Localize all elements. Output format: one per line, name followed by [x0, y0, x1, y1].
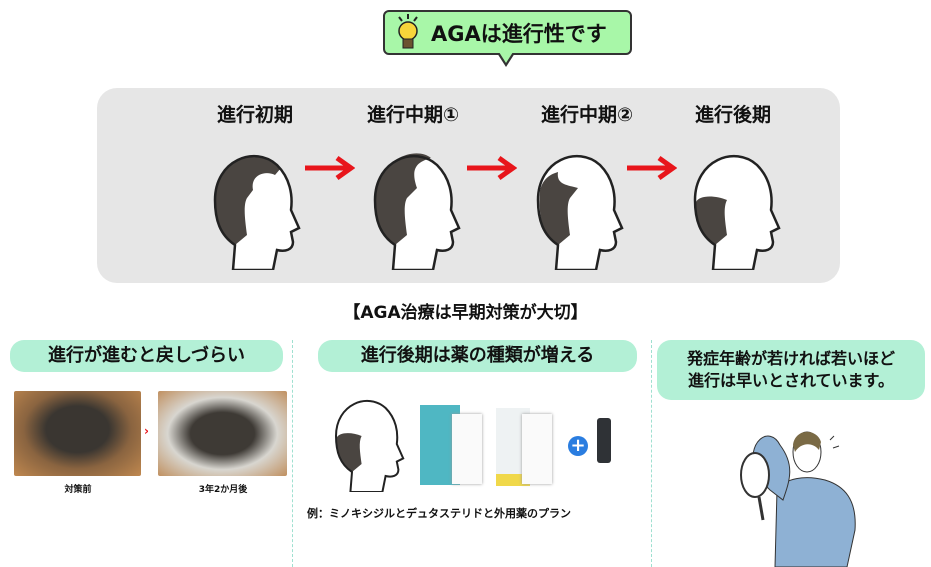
medicine-leaflet — [522, 414, 552, 484]
column-divider — [292, 340, 293, 567]
topical-bottle — [597, 418, 611, 463]
head-early-stage-icon — [213, 154, 301, 270]
stage-label: 進行初期 — [216, 104, 293, 126]
after-caption: 3年2か月後 — [198, 485, 248, 495]
after-photo — [158, 391, 287, 476]
title-bubble: AGAは進行性です — [383, 10, 632, 55]
column-1-heading: 進行が進むと戻しづらい — [10, 340, 283, 372]
heading-line-2: 進行は早いとされています。 — [688, 371, 894, 390]
subtitle: 【AGA治療は早期対策が大切】 — [343, 303, 588, 323]
stage-label: 進行中期① — [366, 104, 460, 126]
red-arrow-icon — [467, 155, 517, 181]
column-divider — [651, 340, 652, 567]
before-caption: 対策前 — [64, 485, 92, 495]
before-photo — [14, 391, 141, 476]
column-3-heading: 発症年齢が若ければ若いほど 進行は早いとされています。 — [657, 340, 925, 400]
head-late-stage-icon — [693, 154, 781, 270]
bubble-tail-fill — [499, 52, 513, 63]
lightbulb-icon — [398, 14, 418, 49]
red-arrow-icon — [627, 155, 677, 181]
head-mid-stage-2-icon — [536, 154, 624, 270]
heading-line-1: 発症年齢が若ければ若いほど — [686, 348, 895, 368]
late-stage-head-icon — [335, 399, 405, 492]
medicine-leaflet — [452, 414, 482, 484]
red-arrow-icon — [305, 155, 355, 181]
plus-icon: + — [568, 436, 588, 456]
column-2-heading: 進行後期は薬の種類が増える — [318, 340, 637, 372]
stage-label: 進行後期 — [694, 104, 771, 126]
chevron-right-icon: › — [144, 424, 149, 438]
head-mid-stage-1-icon — [373, 153, 461, 270]
worried-man-with-mirror-illustration — [740, 431, 856, 567]
title-text: AGAは進行性です — [431, 21, 607, 46]
stage-label: 進行中期② — [540, 104, 634, 126]
plan-caption: 例：ミノキシジルとデュタステリドと外用薬のプラン — [307, 507, 571, 520]
